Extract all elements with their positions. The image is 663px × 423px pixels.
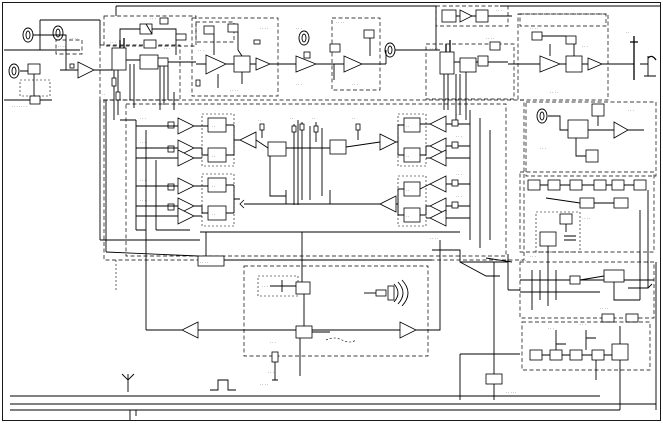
svg-text:· ·: · · [212, 155, 215, 159]
svg-text:· · ·: · · · [456, 135, 462, 139]
svg-text:· · · ·: · · · · [230, 89, 238, 93]
svg-text:· · · ·: · · · · [530, 27, 538, 31]
first-stage-block: · · · · · · · · · · · [99, 15, 197, 120]
svg-text:· · ·: · · · [140, 179, 146, 183]
antenna-icon [121, 373, 135, 392]
svg-text:· · ·: · · · [456, 173, 462, 177]
coil-icon [298, 30, 396, 58]
svg-text:· · · ·: · · · · [430, 237, 438, 241]
center-filter-bank: · · · · · · · · · · · · · · · · · · · · [103, 99, 525, 267]
svg-text:· · · ·: · · · · [200, 261, 208, 265]
svg-text:· · ·: · · · [296, 83, 302, 87]
svg-text:· · · ·: · · · · [58, 45, 66, 49]
svg-text:· ·: · · [406, 125, 409, 129]
svg-text:· · ·: · · · [268, 371, 274, 375]
svg-text:· · ·: · · · [456, 113, 462, 117]
svg-text:· ·: · · [290, 117, 293, 121]
svg-text:· · ·: · · · [140, 199, 146, 203]
right-mixer-block: · · · · · · · · [420, 37, 515, 120]
svg-text:· ·: · · [352, 117, 355, 121]
svg-text:· ·: · · [212, 185, 215, 189]
connection-wires [99, 92, 657, 410]
svg-text:· · · ·: · · · · [336, 21, 344, 25]
svg-text:· ·: · · [406, 155, 409, 159]
svg-text:· · · ·: · · · · [582, 217, 590, 221]
svg-text:· · ·: · · · [540, 147, 546, 151]
svg-text:· · · ·: · · · · [550, 91, 558, 95]
antenna-icon [630, 36, 657, 80]
svg-text:· · ·: · · · [270, 341, 276, 345]
svg-text:· · ·: · · · [110, 41, 116, 45]
svg-text:· ·: · · [102, 93, 105, 97]
svg-text:· · · ·: · · · · [486, 37, 494, 41]
svg-text:· · ·: · · · [140, 141, 146, 145]
svg-text:· ·: · · [312, 117, 315, 121]
svg-text:· ·: · · [212, 125, 215, 129]
svg-text:· · ·: · · · [150, 17, 156, 21]
left-amplifier-column: · · · · · · · · · · · · [135, 117, 195, 230]
svg-text:· · · · · · ·: · · · · · · · [12, 105, 27, 109]
right-lower-section: · · · · · · · · · · · · · · · · · · · · [519, 101, 657, 323]
svg-text:· · · ·: · · · · [600, 307, 608, 311]
svg-text:· · ·: · · · [582, 45, 588, 49]
svg-text:· · ·: · · · [580, 323, 586, 327]
svg-text:· · ·: · · · [628, 109, 634, 113]
center-signal-path: · · · · · · · · [239, 117, 397, 213]
left-inner-blocks: · · · · · · · · [194, 113, 240, 227]
svg-text:· · · · ·: · · · · · [506, 391, 516, 395]
svg-text:· · ·: · · · [548, 327, 554, 331]
svg-text:· · ·: · · · [520, 259, 526, 263]
svg-text:· · ·: · · · [296, 27, 302, 31]
svg-text:· · · ·: · · · · [430, 47, 438, 51]
svg-text:· · · ·: · · · · [260, 383, 268, 387]
right-amplifier-column: · · · · · · · · · · · · · · · · [419, 110, 491, 248]
svg-text:· ·: · · [212, 213, 215, 217]
svg-text:· · ·: · · · [496, 9, 502, 13]
svg-text:· · · ·: · · · · [70, 37, 78, 41]
svg-text:· · ·: · · · [164, 47, 170, 51]
top-right-block: · · · · · · · · · · · · · · · · [435, 5, 660, 101]
top-amplifier-chain: · · · · · · · · · · · [191, 17, 296, 97]
svg-text:· · · ·: · · · · [260, 27, 268, 31]
svg-text:· · ·: · · · [262, 285, 268, 289]
coil-icon [536, 108, 548, 124]
bottom-bus: · · · · · · · · · · · · [10, 371, 656, 420]
bottom-right-block: · · · · · · [521, 321, 651, 410]
svg-text:· ·: · · [626, 31, 629, 35]
right-inner-blocks: · · · · · · · · [396, 113, 427, 227]
svg-text:· ·: · · [406, 215, 409, 219]
input-section: · · · · · · · · · · · · · · · [4, 19, 108, 109]
transducer-icon [364, 279, 409, 307]
bottom-center-block: · · · · · · [145, 230, 441, 381]
svg-text:· ·: · · [258, 119, 261, 123]
svg-text:· · ·: · · · [456, 195, 462, 199]
svg-text:· · ·: · · · [352, 83, 358, 87]
svg-text:· ·: · · [406, 189, 409, 193]
svg-text:· · ·: · · · [530, 255, 536, 259]
svg-text:· · ·: · · · [140, 117, 146, 121]
svg-text:· · ·: · · · [198, 49, 204, 53]
